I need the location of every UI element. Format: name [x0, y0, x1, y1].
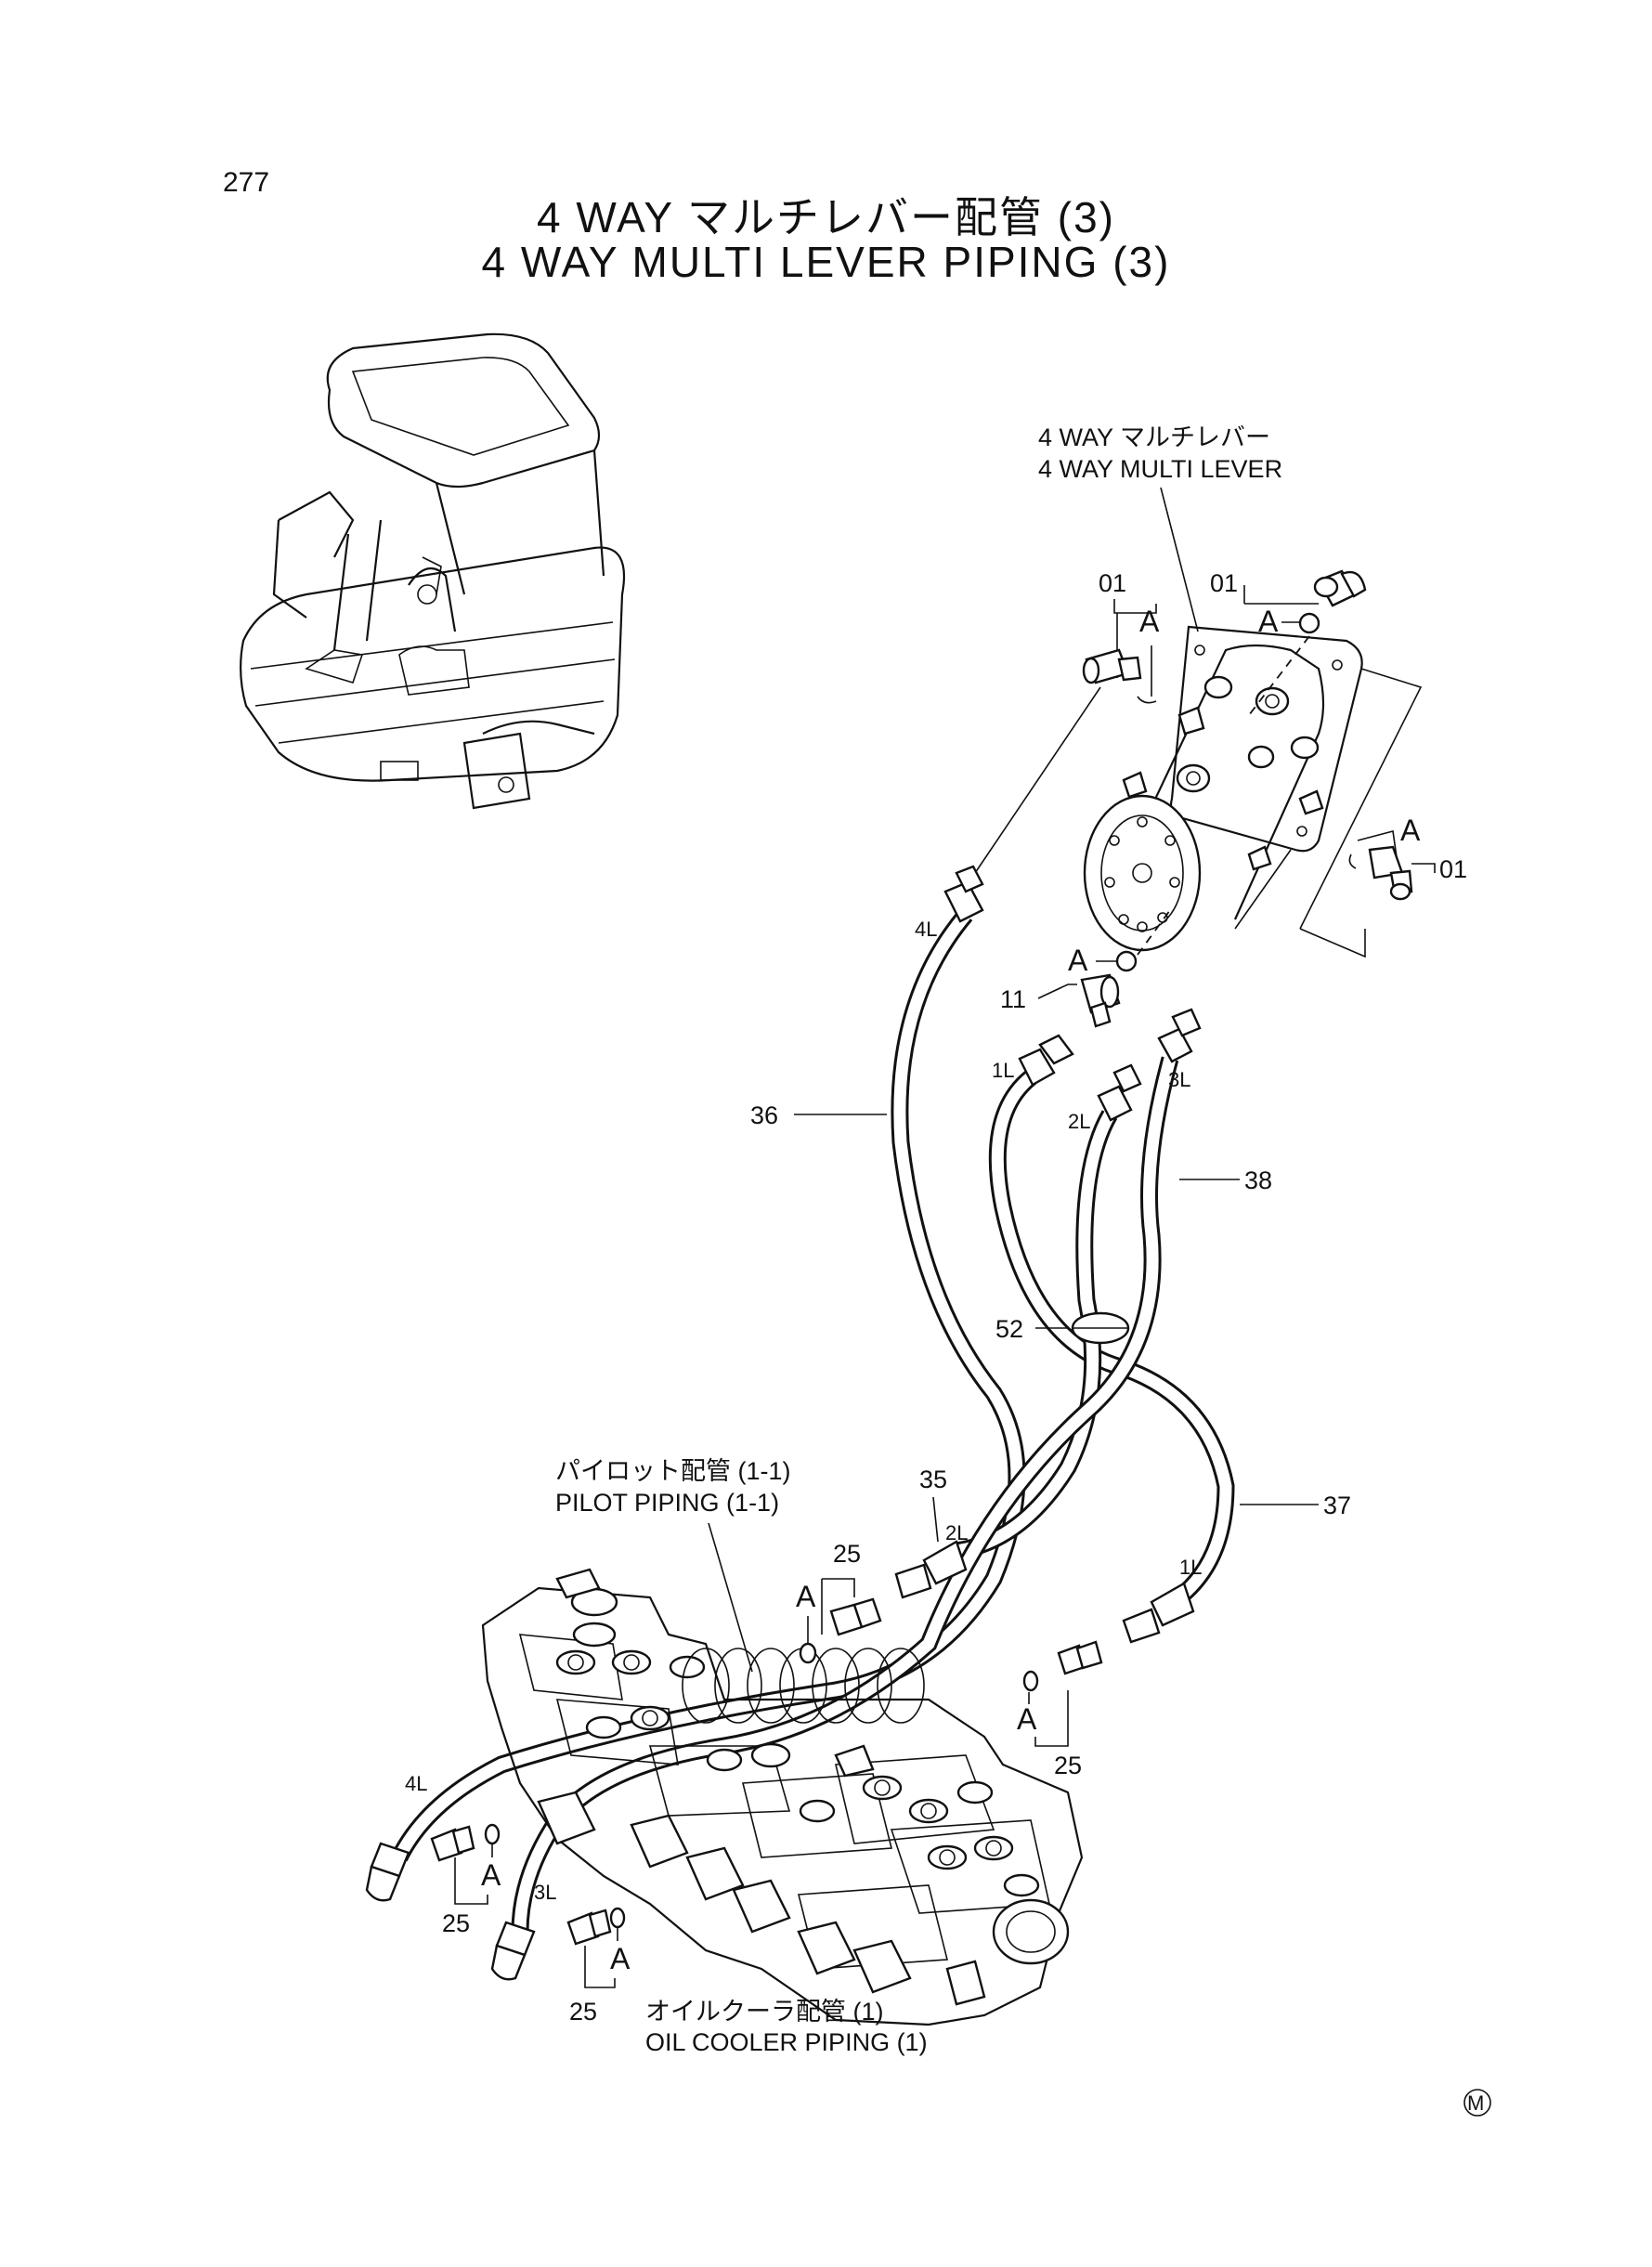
hose-end-3l-lower: 3L: [534, 1881, 556, 1904]
part-number-36: 36: [750, 1101, 778, 1129]
adapter-fittings-25: 25 A A 25 A 25 A 25: [430, 1540, 1103, 2026]
detail-mark-a: A: [610, 1942, 631, 1975]
corner-mark-circle: [1463, 2089, 1491, 2117]
part-number-38: 38: [1244, 1166, 1272, 1194]
part-number-01-left: 01: [1099, 569, 1126, 597]
corner-mark: M: [1467, 2091, 1484, 2115]
hoses: [365, 865, 1235, 1981]
part-number-25-right: 25: [1054, 1752, 1082, 1779]
pilot-piping-label-en: PILOT PIPING (1-1): [555, 1489, 779, 1517]
multi-lever-assembly: 4 WAY マルチレバー 4 WAY MULTI LEVER: [1038, 423, 1423, 958]
oil-cooler-label-en: OIL COOLER PIPING (1): [645, 2028, 928, 2056]
detail-mark-a: A: [1139, 605, 1160, 638]
hose-end-2l-lower: 2L: [945, 1521, 968, 1544]
part-number-35: 35: [919, 1466, 947, 1493]
hose-end-3l-upper: 3L: [1168, 1068, 1190, 1091]
detail-mark-a: A: [1068, 944, 1088, 977]
hose-end-1l-upper: 1L: [992, 1059, 1014, 1082]
oil-cooler-label-ja: オイルクーラ配管 (1): [645, 1998, 884, 2026]
page-number: 277: [223, 167, 270, 198]
part-number-11: 11: [1000, 985, 1026, 1013]
hose-end-4l-upper: 4L: [915, 918, 937, 941]
part-number-25-lower-left: 25: [442, 1909, 470, 1937]
hose-end-1l-lower: 1L: [1179, 1556, 1202, 1579]
lever-label-ja: 4 WAY マルチレバー: [1038, 423, 1270, 451]
part-number-25-lower-middle: 25: [569, 1998, 597, 2026]
part-number-37: 37: [1323, 1492, 1351, 1519]
detail-mark-a: A: [796, 1580, 816, 1613]
hose-end-4l-lower: 4L: [405, 1772, 427, 1795]
detail-mark-a: A: [1017, 1702, 1037, 1736]
lever-label-en: 4 WAY MULTI LEVER: [1038, 455, 1282, 483]
page-title-japanese: 4 WAY マルチレバー配管 (3): [537, 193, 1115, 241]
lever-fittings: 01 A 01 A A 01 A 11: [974, 569, 1467, 1028]
part-number-01-right: 01: [1210, 569, 1238, 597]
part-number-01-side: 01: [1439, 855, 1467, 883]
detail-mark-a: A: [1400, 814, 1421, 847]
pilot-piping-label-ja: パイロット配管 (1-1): [555, 1457, 791, 1485]
hose-end-2l-upper: 2L: [1068, 1110, 1090, 1133]
excavator-overview-illustration: [240, 332, 626, 810]
part-number-52: 52: [995, 1315, 1023, 1343]
detail-mark-a: A: [1258, 605, 1279, 638]
part-number-25-upper: 25: [833, 1540, 861, 1568]
detail-mark-a: A: [481, 1858, 501, 1892]
control-valve-block: [481, 1568, 1084, 2026]
page-title-english: 4 WAY MULTI LEVER PIPING (3): [481, 238, 1171, 286]
